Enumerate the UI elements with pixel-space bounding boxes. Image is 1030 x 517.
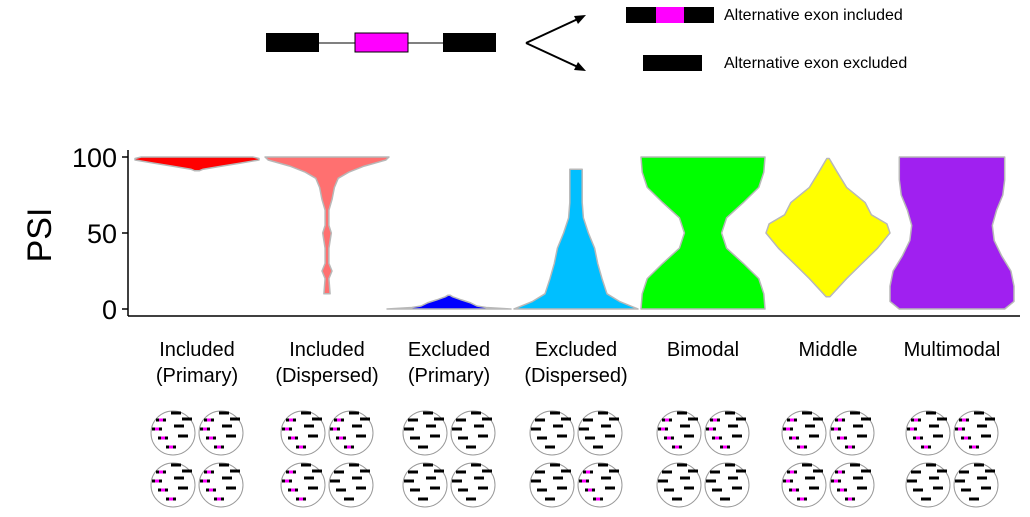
y-tick-label: 100 bbox=[72, 143, 117, 173]
x-tick-label-line: Included bbox=[289, 339, 365, 361]
x-tick-label-line: Excluded bbox=[535, 339, 617, 361]
x-tick-label: Included (Primary) bbox=[156, 339, 238, 387]
cell-excluded-icon bbox=[402, 462, 448, 508]
x-tick-label-line: (Primary) bbox=[156, 365, 238, 387]
alternative-exon bbox=[354, 32, 409, 53]
cell-included-icon bbox=[577, 462, 623, 508]
y-axis-label: PSI bbox=[21, 208, 59, 263]
cell-excluded-icon bbox=[402, 410, 448, 456]
cell-included-icon bbox=[198, 462, 244, 508]
x-tick-label-line: Excluded bbox=[408, 339, 490, 361]
violin-1 bbox=[134, 156, 260, 172]
cell-included-icon bbox=[781, 410, 827, 456]
cell-included-icon bbox=[656, 410, 702, 456]
violin-4 bbox=[513, 168, 639, 310]
cell-included-icon bbox=[829, 462, 875, 508]
cell-included-icon bbox=[905, 410, 951, 456]
arrowhead-up-icon bbox=[574, 15, 586, 24]
cell-excluded-icon bbox=[577, 410, 623, 456]
x-tick-label-line: (Dispersed) bbox=[275, 365, 378, 387]
cell-excluded-icon bbox=[905, 462, 951, 508]
cell-included-icon bbox=[704, 410, 750, 456]
plot-axes: PSI 0 50 100 bbox=[21, 143, 1020, 325]
violin-5 bbox=[640, 156, 766, 310]
x-tick-label-line: Multimodal bbox=[904, 339, 1001, 361]
cell-excluded-icon bbox=[328, 462, 374, 508]
included-isoform bbox=[626, 7, 714, 23]
y-ticks: 0 50 100 bbox=[72, 143, 128, 325]
x-tick-label-line: Included bbox=[159, 339, 235, 361]
legend-included-label: Alternative exon included bbox=[724, 7, 903, 24]
violin-6 bbox=[765, 157, 891, 298]
cell-excluded-icon bbox=[450, 462, 496, 508]
cell-included-icon bbox=[829, 410, 875, 456]
cell-icon-grid bbox=[150, 410, 999, 508]
x-tick-label-line: (Dispersed) bbox=[524, 365, 627, 387]
violin-7 bbox=[889, 156, 1015, 310]
violin-3 bbox=[386, 294, 512, 310]
downstream-exon bbox=[443, 33, 496, 52]
arrowhead-down-icon bbox=[574, 62, 586, 71]
cell-included-icon bbox=[328, 410, 374, 456]
cell-included-icon bbox=[953, 410, 999, 456]
x-tick-label-line: Bimodal bbox=[667, 339, 739, 361]
violins bbox=[134, 156, 1015, 310]
y-tick-label: 50 bbox=[87, 219, 117, 249]
x-tick-label-line: Middle bbox=[799, 339, 858, 361]
legend-excluded-label: Alternative exon excluded bbox=[724, 55, 907, 72]
cell-included-icon bbox=[781, 462, 827, 508]
cell-excluded-icon bbox=[529, 410, 575, 456]
splicing-schematic: Alternative exon included Alternative ex… bbox=[266, 7, 907, 72]
cell-included-icon bbox=[198, 410, 244, 456]
violin-2 bbox=[264, 156, 390, 295]
branch-arrows-icon bbox=[525, 17, 581, 69]
x-tick-label: Bimodal bbox=[667, 339, 739, 361]
cell-excluded-icon bbox=[704, 462, 750, 508]
cell-excluded-icon bbox=[656, 462, 702, 508]
cell-excluded-icon bbox=[450, 410, 496, 456]
cell-included-icon bbox=[280, 410, 326, 456]
cell-excluded-icon bbox=[529, 462, 575, 508]
x-tick-labels: Included(Primary)Included(Dispersed)Excl… bbox=[156, 339, 1000, 387]
x-tick-label: Middle bbox=[799, 339, 858, 361]
x-tick-label: Multimodal bbox=[904, 339, 1001, 361]
y-tick-label: 0 bbox=[102, 295, 117, 325]
x-tick-label: Excluded (Primary) bbox=[408, 339, 490, 387]
upstream-exon bbox=[266, 33, 319, 52]
cell-included-icon bbox=[150, 462, 196, 508]
x-tick-label: Excluded (Dispersed) bbox=[524, 339, 627, 387]
x-tick-label: Included (Dispersed) bbox=[275, 339, 378, 387]
cell-excluded-icon bbox=[953, 462, 999, 508]
cell-included-icon bbox=[280, 462, 326, 508]
cell-included-icon bbox=[150, 410, 196, 456]
excluded-isoform bbox=[643, 55, 702, 71]
x-tick-label-line: (Primary) bbox=[408, 365, 490, 387]
